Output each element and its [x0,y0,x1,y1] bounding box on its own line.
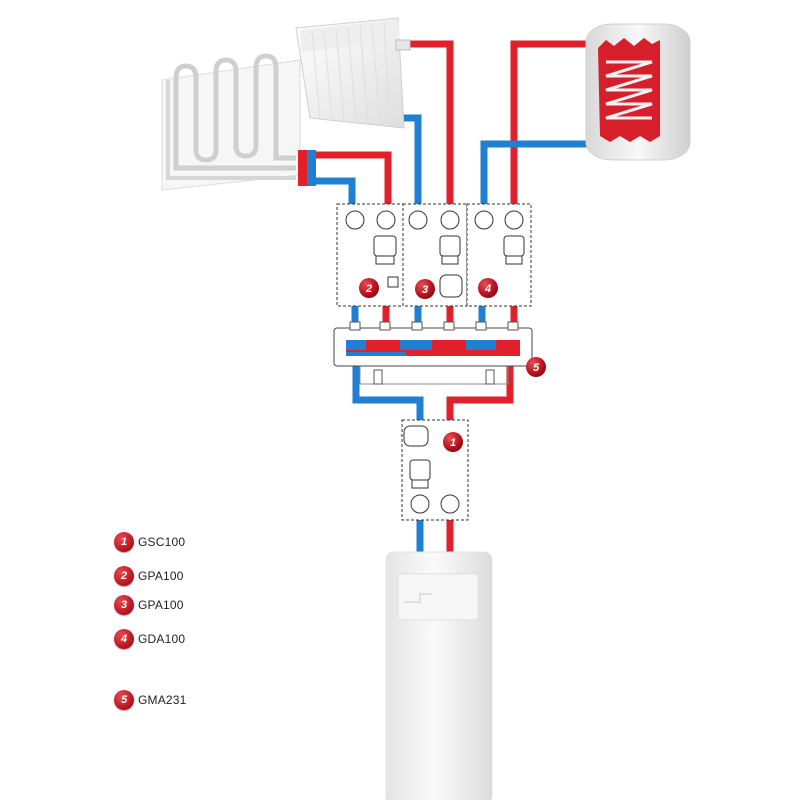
legend-badge: 1 [114,532,134,552]
legend-badge: 4 [114,629,134,649]
badge-manifold-5: 5 [526,357,546,377]
boiler-icon [385,551,493,800]
diagram-badges: 2 3 4 1 5 [359,278,546,452]
badge-number: 4 [484,283,491,295]
badge-module-2: 2 [359,278,379,298]
legend: 1 GSC100 2 GPA100 3 GPA100 4 GDA100 5 GM… [114,530,314,730]
badge-number: 3 [422,284,428,296]
legend-item-1: 1 GSC100 [114,530,185,554]
legend-badge: 3 [114,595,134,615]
badge-number: 2 [365,283,372,295]
badge-module-4: 4 [478,278,498,298]
badge-module-1: 1 [443,432,463,452]
legend-label: GDA100 [138,632,186,646]
floor-heating-coil-icon [161,53,316,191]
badge-number: 1 [450,437,456,449]
hot-water-tank-icon [585,23,691,161]
radiator-return-pipe [402,114,422,212]
badge-module-3: 3 [415,279,435,299]
pump-module-4 [466,203,532,307]
tank-supply-pipe [510,40,590,212]
legend-item-2: 2 GPA100 [114,564,184,588]
floor-heating-supply-pipe [316,151,392,212]
manifold-return-pipe [352,355,424,420]
legend-label: GPA100 [138,598,184,612]
radiator-supply-pipe [406,40,454,212]
legend-label: GPA100 [138,569,184,583]
legend-badge: 5 [114,690,134,710]
legend-item-3: 3 GPA100 [114,593,184,617]
radiator-icon [295,17,411,129]
floor-heating-return-pipe [316,177,356,212]
manifold-supply-pipe [446,355,514,420]
tank-return-pipe [480,140,590,212]
legend-item-4: 4 GDA100 [114,627,185,651]
legend-item-5: 5 GMA231 [114,688,187,712]
badge-number: 5 [533,362,540,374]
legend-label: GSC100 [138,535,186,549]
pump-module-3 [402,203,468,307]
legend-label: GMA231 [138,693,187,707]
manifold-icon [333,321,533,385]
legend-badge: 2 [114,566,134,586]
